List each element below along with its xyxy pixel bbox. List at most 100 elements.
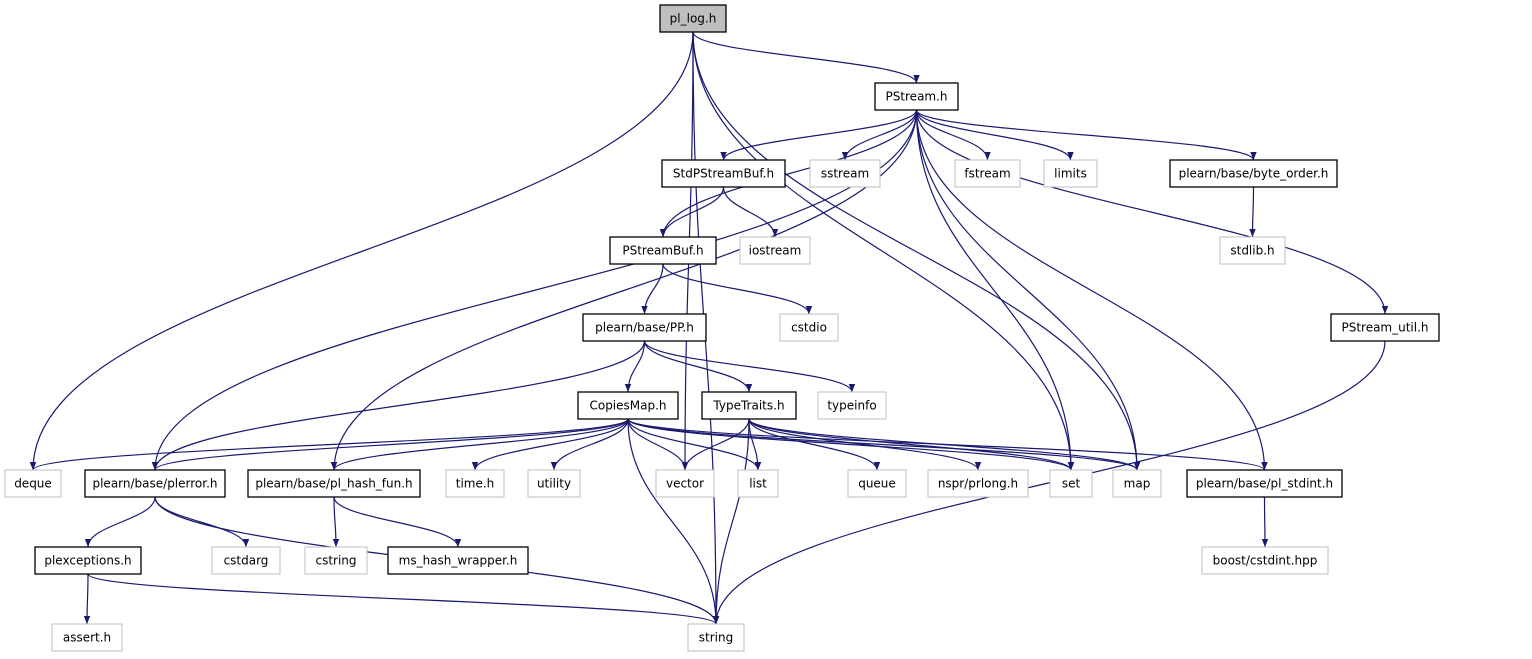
node-box <box>1043 159 1098 188</box>
node-label: map <box>1124 477 1151 491</box>
edge-TypeTraits-to-map <box>748 418 1141 471</box>
node-TypeTraits[interactable]: TypeTraits.h <box>701 391 797 420</box>
node-label: StdPStreamBuf.h <box>673 167 774 181</box>
edge-TypeTraits-to-set <box>748 418 1075 471</box>
edge-PStreamBuf-to-PP <box>641 263 664 315</box>
node-label: set <box>1062 477 1081 491</box>
node-label: CopiesMap.h <box>589 399 666 413</box>
edge-pl-hash-fun-to-cstring <box>332 496 340 548</box>
node-box <box>927 469 1029 498</box>
edge-PStream-to-limits <box>915 109 1074 161</box>
node-cstdio: cstdio <box>779 313 839 342</box>
node-box <box>1201 546 1329 575</box>
edge-pl-log-to-set <box>692 31 1075 471</box>
node-pl-stdint[interactable]: plearn/base/pl_stdint.h <box>1186 469 1343 498</box>
node-box <box>1330 313 1440 342</box>
node-label: TypeTraits.h <box>712 399 784 413</box>
node-label: nspr/prlong.h <box>938 477 1018 491</box>
edge-TypeTraits-to-string <box>712 418 750 625</box>
node-ms-hash-wrapper[interactable]: ms_hash_wrapper.h <box>387 546 529 575</box>
edge-plexceptions-to-string <box>87 573 719 625</box>
node-label: utility <box>537 477 571 491</box>
node-box <box>737 469 779 498</box>
node-label: cstdio <box>791 321 827 335</box>
node-label: string <box>699 631 733 645</box>
node-string: string <box>687 623 745 652</box>
edge-pl-log-to-map <box>692 31 1141 471</box>
node-cstdint: boost/cstdint.hpp <box>1201 546 1329 575</box>
node-label: typeinfo <box>827 399 876 413</box>
node-label: plearn/base/PP.h <box>595 321 694 335</box>
node-box <box>1112 469 1162 498</box>
node-pl-hash-fun[interactable]: plearn/base/pl_hash_fun.h <box>247 469 421 498</box>
edge-CopiesMap-to-string <box>627 418 720 625</box>
edge-PP-to-plerror <box>151 340 646 471</box>
node-box <box>609 236 717 265</box>
edge-CopiesMap-to-map <box>627 418 1141 471</box>
node-label: plearn/base/byte_order.h <box>1179 167 1329 181</box>
edge-PStream-to-PStreamBuf <box>659 109 918 238</box>
edge-plerror-to-plexceptions <box>84 496 156 548</box>
node-box <box>445 469 505 498</box>
node-PStreamBuf[interactable]: PStreamBuf.h <box>609 236 717 265</box>
node-box <box>527 469 581 498</box>
edge-plexceptions-to-assert <box>83 573 91 625</box>
edge-TypeTraits-to-vector <box>681 418 750 471</box>
node-pl-log[interactable]: pl_log.h <box>659 4 727 33</box>
node-label: iostream <box>749 244 802 258</box>
node-PP[interactable]: plearn/base/PP.h <box>582 313 707 342</box>
node-label: PStream.h <box>885 90 947 104</box>
node-label: plearn/base/pl_stdint.h <box>1196 477 1333 491</box>
node-time: time.h <box>445 469 505 498</box>
node-typeinfo: typeinfo <box>817 391 887 420</box>
node-vector: vector <box>655 469 715 498</box>
edge-CopiesMap-to-set <box>627 418 1075 471</box>
node-box <box>304 546 368 575</box>
node-list: list <box>737 469 779 498</box>
node-box <box>51 623 123 652</box>
node-StdPStreamBuf[interactable]: StdPStreamBuf.h <box>661 159 786 188</box>
edge-pl-log-to-deque <box>29 31 694 471</box>
edge-CopiesMap-to-deque <box>30 418 629 471</box>
node-label: stdlib.h <box>1230 244 1274 258</box>
node-iostream: iostream <box>739 236 811 265</box>
edge-TypeTraits-to-queue <box>748 418 881 471</box>
node-label: queue <box>858 477 896 491</box>
edge-PStream-to-StdPStreamBuf <box>720 109 918 161</box>
edge-PStream-to-PStream-util <box>915 109 1389 315</box>
node-label: PStreamBuf.h <box>622 244 703 258</box>
node-PStream-util[interactable]: PStream_util.h <box>1330 313 1440 342</box>
node-box <box>655 469 715 498</box>
node-label: list <box>749 477 767 491</box>
edge-CopiesMap-to-utility <box>550 418 629 471</box>
node-set: set <box>1049 469 1093 498</box>
node-label: assert.h <box>63 631 111 645</box>
node-plexceptions[interactable]: plexceptions.h <box>34 546 142 575</box>
node-limits: limits <box>1043 159 1098 188</box>
edge-PStreamBuf-to-cstdio <box>662 263 813 315</box>
edge-PStream-to-fstream <box>915 109 991 161</box>
node-box <box>687 623 745 652</box>
node-label: plexceptions.h <box>44 554 131 568</box>
node-plerror[interactable]: plearn/base/plerror.h <box>84 469 226 498</box>
edge-CopiesMap-to-list <box>627 418 762 471</box>
edge-StdPStreamBuf-to-iostream <box>722 186 779 238</box>
edge-CopiesMap-to-time <box>471 418 629 471</box>
node-box <box>1219 236 1286 265</box>
node-prlong: nspr/prlong.h <box>927 469 1029 498</box>
edge-PStream-to-plerror <box>151 109 918 471</box>
edge-byte-order-to-stdlib <box>1249 186 1256 238</box>
edge-PP-to-typeinfo <box>643 340 856 393</box>
node-PStream[interactable]: PStream.h <box>874 82 959 111</box>
node-stdlib: stdlib.h <box>1219 236 1286 265</box>
node-label: cstring <box>315 554 356 568</box>
node-box <box>701 391 797 420</box>
node-CopiesMap[interactable]: CopiesMap.h <box>577 391 679 420</box>
edge-CopiesMap-to-plerror <box>151 418 629 471</box>
edge-pl-hash-fun-to-ms-hash-wrapper <box>333 496 462 548</box>
node-label: plearn/base/plerror.h <box>92 477 217 491</box>
node-byte-order[interactable]: plearn/base/byte_order.h <box>1169 159 1338 188</box>
node-map: map <box>1112 469 1162 498</box>
node-label: deque <box>14 477 52 491</box>
